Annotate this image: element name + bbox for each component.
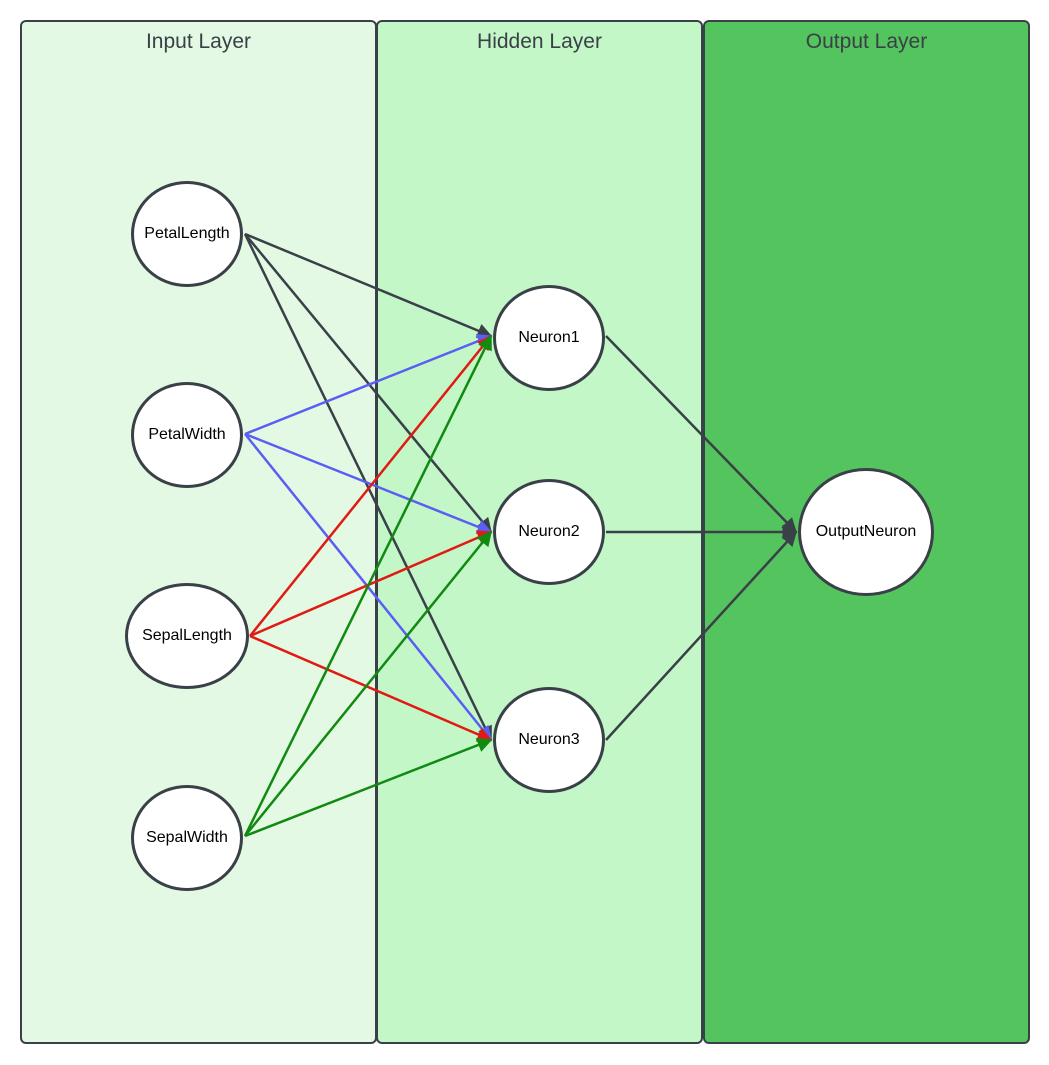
node-neuron1[interactable]: Neuron1 xyxy=(493,285,605,391)
hidden-layer-title: Hidden Layer xyxy=(477,30,602,53)
edge-petal-length-to-neuron3 xyxy=(243,233,493,742)
edge-sepal-length-to-neuron3 xyxy=(249,634,493,742)
node-petal-width[interactable]: PetalWidth xyxy=(131,382,243,488)
node-neuron3-label: Neuron3 xyxy=(518,731,580,748)
edge-sepal-length-to-neuron2 xyxy=(249,530,493,638)
edge-sepal-width-to-neuron3 xyxy=(244,737,493,838)
node-petal-width-label: PetalWidth xyxy=(148,426,226,443)
node-output-neuron[interactable]: OutputNeuron xyxy=(798,468,934,596)
edge-neuron1-to-output-neuron xyxy=(605,335,798,534)
edge-petal-width-to-neuron2 xyxy=(244,432,493,534)
edge-sepal-width-to-neuron1 xyxy=(243,334,493,837)
edge-petal-width-to-neuron1 xyxy=(244,334,493,436)
edge-petal-length-to-neuron1 xyxy=(244,232,493,338)
node-sepal-length-label: SepalLength xyxy=(142,627,232,644)
output-layer-title: Output Layer xyxy=(805,30,928,53)
node-sepal-width-label: SepalWidth xyxy=(146,829,228,846)
node-petal-length[interactable]: PetalLength xyxy=(131,181,243,287)
edge-sepal-length-to-neuron1 xyxy=(249,334,492,637)
edge-sepal-width-to-neuron2 xyxy=(244,530,492,837)
node-neuron2-label: Neuron2 xyxy=(518,523,580,540)
node-sepal-width[interactable]: SepalWidth xyxy=(131,785,243,891)
input-layer-title: Input Layer xyxy=(145,30,252,53)
edge-neuron3-to-output-neuron xyxy=(605,530,798,741)
node-sepal-length[interactable]: SepalLength xyxy=(125,583,249,689)
edge-petal-length-to-neuron2 xyxy=(244,233,492,534)
node-neuron1-label: Neuron1 xyxy=(518,329,580,346)
node-neuron2[interactable]: Neuron2 xyxy=(493,479,605,585)
node-output-neuron-label: OutputNeuron xyxy=(815,523,917,540)
node-petal-length-label: PetalLength xyxy=(144,225,230,242)
node-neuron3[interactable]: Neuron3 xyxy=(493,687,605,793)
